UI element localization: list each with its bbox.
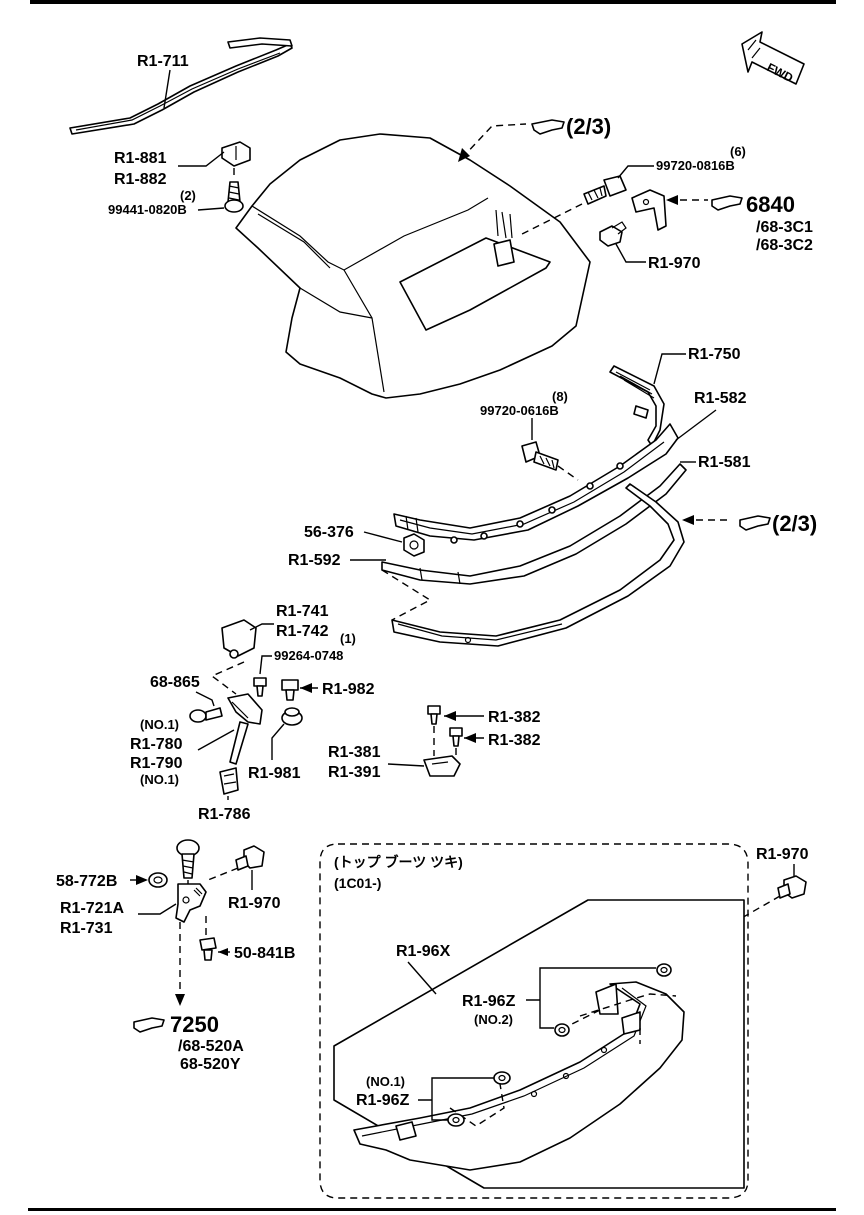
boot-jp-label: (トップ ブーツ ツキ)	[334, 854, 463, 870]
grommet-58-772b	[148, 872, 168, 888]
label-r1-970-mid: R1-970	[228, 895, 281, 912]
ref-7250: 7250	[170, 1012, 219, 1037]
sub-68-3c2: /68-3C2	[756, 237, 813, 254]
qty-1: (1)	[340, 631, 356, 646]
bracket-r1-721a	[175, 883, 207, 923]
ref-23-top: (2/3)	[566, 114, 611, 139]
label-r1-780: R1-780	[130, 736, 183, 753]
sub-68-3c1: /68-3C1	[756, 219, 813, 236]
latch-cover-r1-741	[221, 619, 257, 659]
label-r1-786: R1-786	[198, 806, 251, 823]
label-99720-0616b: 99720-0616B	[480, 403, 559, 418]
weatherstrip-r1-711	[69, 37, 293, 135]
label-r1-882: R1-882	[114, 171, 167, 188]
label-r1-711: R1-711	[137, 53, 189, 70]
clip-r1-881	[221, 141, 251, 167]
pointing-hand-icon-top	[531, 119, 565, 135]
rail-r1-581	[381, 463, 687, 585]
no2: (NO.2)	[474, 1012, 513, 1027]
bolt-99720-0816b	[583, 175, 627, 205]
screw-r1-382-a	[427, 705, 441, 725]
label-r1-741: R1-741	[276, 603, 329, 620]
screw-r1-382-b	[449, 727, 463, 747]
bumper-r1-981	[281, 707, 303, 726]
label-r1-581: R1-581	[698, 454, 751, 471]
label-58-772b: 58-772B	[56, 873, 117, 890]
label-r1-582: R1-582	[694, 390, 747, 407]
label-r1-721a: R1-721A	[60, 900, 124, 917]
fwd-arrow-icon: FWD	[741, 31, 805, 85]
ref-23-mid: (2/3)	[772, 511, 817, 536]
bolt-r1-970-mid	[235, 845, 265, 871]
label-99720-0816b: 99720-0816B	[656, 158, 735, 173]
label-r1-970-top: R1-970	[648, 255, 701, 272]
no1-b: (NO.1)	[140, 772, 179, 787]
label-r1-742: R1-742	[276, 623, 329, 640]
latch-r1-780	[227, 693, 263, 765]
grommet-r1-96z-a-bottom	[554, 1023, 570, 1037]
screw-large	[176, 839, 200, 879]
label-68-865: 68-865	[150, 674, 200, 691]
bolt-r1-970-box	[777, 875, 807, 899]
label-r1-970-box: R1-970	[756, 846, 809, 863]
boot-trim-panel	[353, 981, 685, 1171]
label-r1-382-a: R1-382	[488, 709, 541, 726]
screw-99441	[224, 181, 244, 213]
bottom-border	[28, 1208, 836, 1211]
bolt-50-841b	[199, 937, 217, 961]
pointing-hand-icon-mid	[739, 515, 771, 531]
label-r1-96z-a: R1-96Z	[462, 993, 516, 1010]
label-99264: 99264-0748	[274, 648, 343, 663]
screw-99264	[253, 677, 267, 697]
label-50-841b: 50-841B	[234, 945, 295, 962]
no1-a: (NO.1)	[140, 717, 179, 732]
label-r1-592: R1-592	[288, 552, 341, 569]
qty-8: (8)	[552, 389, 568, 404]
label-r1-381: R1-381	[328, 744, 381, 761]
pointing-hand-icon-7250	[133, 1017, 165, 1033]
label-r1-881: R1-881	[114, 150, 167, 167]
striker-r1-381	[423, 755, 461, 777]
bolt-holes-rail	[450, 462, 624, 544]
label-r1-982: R1-982	[322, 681, 375, 698]
grommet-r1-96z-b-bottom	[447, 1113, 465, 1127]
qty-6: (6)	[730, 144, 746, 159]
bolt-r1-982	[281, 679, 299, 701]
ref-6840: 6840	[746, 192, 795, 217]
bolt-99720-0616b	[521, 441, 559, 471]
label-r1-731: R1-731	[60, 920, 113, 937]
lower-rail	[391, 483, 685, 647]
label-r1-750: R1-750	[688, 346, 741, 363]
top-border	[30, 0, 836, 4]
clip-r1-786	[219, 767, 239, 795]
sub-68-520a: /68-520A	[178, 1038, 244, 1055]
label-r1-96z-b: R1-96Z	[356, 1092, 410, 1109]
label-r1-981: R1-981	[248, 765, 301, 782]
label-r1-391: R1-391	[328, 764, 381, 781]
bolt-r1-970-top	[599, 221, 627, 247]
sub-68-520y: 68-520Y	[180, 1056, 241, 1073]
label-99441: 99441-0820B	[108, 202, 187, 217]
no1-c: (NO.1)	[366, 1074, 405, 1089]
label-r1-382-b: R1-382	[488, 732, 541, 749]
boot-code-label: (1C01-)	[334, 875, 381, 891]
grommet-r1-96z-a-top	[656, 963, 672, 977]
label-r1-790: R1-790	[130, 755, 183, 772]
label-56-376: 56-376	[304, 524, 354, 541]
pointing-hand-icon-6840	[711, 195, 743, 211]
hardtop-shell	[235, 133, 591, 399]
label-r1-96x: R1-96X	[396, 943, 451, 960]
bracket-6840	[631, 189, 667, 231]
grommet-r1-96z-b-top	[493, 1071, 511, 1085]
nut-56-376	[403, 533, 425, 557]
knob-68-865	[189, 707, 223, 723]
qty-2: (2)	[180, 188, 196, 203]
boot-group-box	[319, 843, 749, 1199]
